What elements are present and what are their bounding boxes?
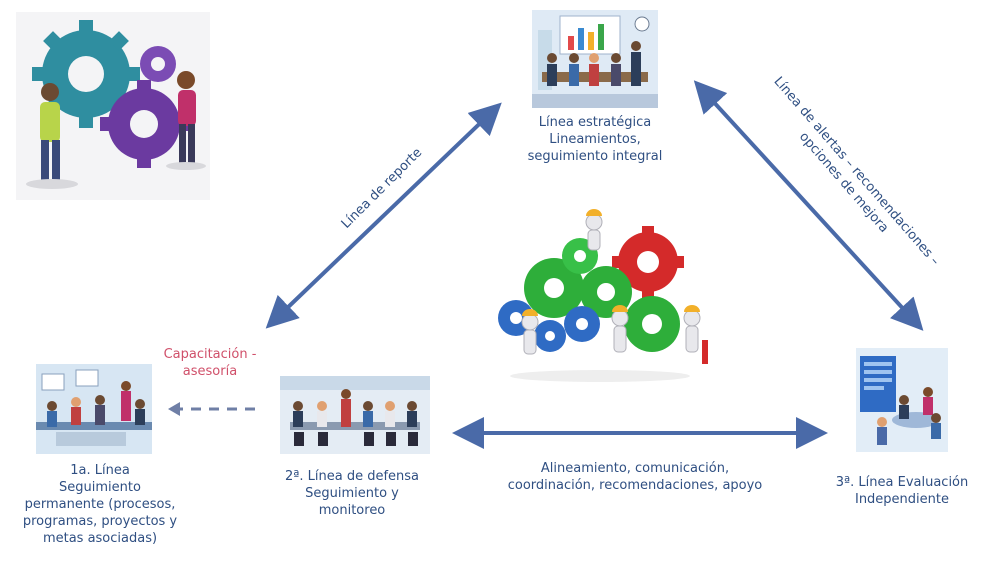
training-label-line2: asesoría xyxy=(182,364,238,379)
meeting-illustration-strategic xyxy=(532,10,658,108)
clock-icon xyxy=(634,16,650,32)
gears-people-illustration xyxy=(16,12,210,200)
training-arrow-head xyxy=(168,402,180,416)
green-gear-icon xyxy=(524,238,680,352)
presentation-screen-icon xyxy=(860,356,896,412)
meeting-table-icon xyxy=(290,422,420,430)
strategic-line-subtitle: Lineamientos, xyxy=(549,132,641,147)
evaluation-illustration-third-line xyxy=(856,348,948,452)
strategic-line-title: Línea estratégica xyxy=(538,115,652,130)
third-line-label: 3ª. Línea Evaluación Independiente xyxy=(820,474,984,508)
first-line-subtitle: Seguimiento xyxy=(59,480,141,495)
strategic-line-detail: seguimiento integral xyxy=(527,149,663,164)
man-figure-icon xyxy=(26,83,78,189)
third-line-subtitle: Independiente xyxy=(854,492,949,507)
chart-board-icon xyxy=(568,24,604,50)
first-line-detail-2: programas, proyectos y xyxy=(22,514,178,529)
desk-icon xyxy=(36,422,152,430)
report-arrow xyxy=(265,102,502,329)
worker-figures-icon xyxy=(521,209,701,355)
alignment-edge-label-line2: coordinación, recomendaciones, apoyo xyxy=(507,478,763,493)
strategic-line-label: Línea estratégica Lineamientos, seguimie… xyxy=(500,114,690,165)
second-line-label: 2ª. Línea de defensa Seguimiento y monit… xyxy=(262,468,442,519)
team-gears-illustration xyxy=(470,200,730,392)
red-gear-icon xyxy=(612,226,684,298)
alignment-edge-label-line1: Alineamiento, comunicación, xyxy=(540,461,730,476)
training-label-line1: Capacitación - xyxy=(163,347,257,362)
first-line-detail-3: metas asociadas) xyxy=(42,531,158,546)
first-line-title: 1a. Línea xyxy=(70,463,130,478)
alignment-edge-label: Alineamiento, comunicación, coordinación… xyxy=(470,460,800,494)
small-purple-gear-icon xyxy=(140,46,176,82)
woman-figure-icon xyxy=(166,71,206,170)
teal-gear-icon xyxy=(32,20,140,128)
first-line-label: 1a. Línea Seguimiento permanente (proces… xyxy=(10,462,190,547)
training-label: Capacitación - asesoría xyxy=(150,346,270,380)
meeting-illustration-second-line xyxy=(280,376,430,454)
alerts-arrow xyxy=(693,80,924,331)
first-line-detail-1: permanente (procesos, xyxy=(24,497,176,512)
extinguisher-icon xyxy=(702,340,708,364)
second-line-detail: monitoreo xyxy=(318,503,386,518)
office-illustration-first-line xyxy=(36,364,152,454)
second-line-subtitle: Seguimiento y xyxy=(305,486,399,501)
third-line-title: 3ª. Línea Evaluación xyxy=(835,475,969,490)
second-line-title: 2ª. Línea de defensa xyxy=(284,469,420,484)
